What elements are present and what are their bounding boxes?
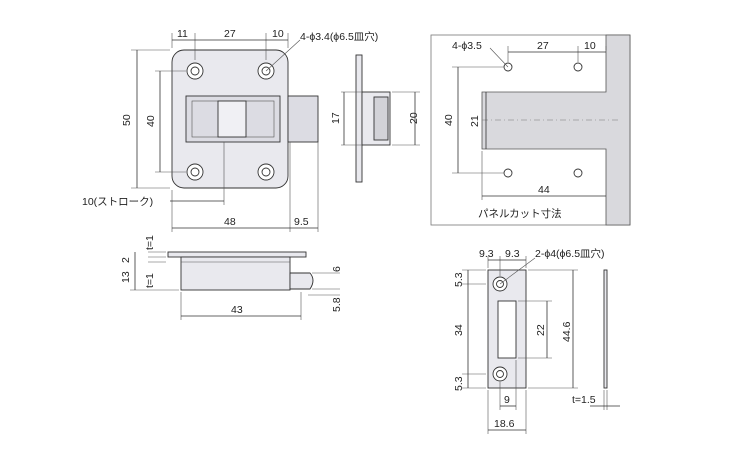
panel-dim-40: 40 <box>443 114 455 126</box>
screw-hole-top-left <box>186 62 204 80</box>
dim-48: 48 <box>224 216 236 228</box>
latch-side-profile <box>355 54 363 183</box>
side-t1-top: t=1 <box>144 235 156 250</box>
dim-27: 27 <box>224 28 236 40</box>
dim-11: 11 <box>177 28 188 40</box>
main-front-view: 11 27 10 4-ϕ3.4(ϕ6.5皿穴) 50 40 48 9.5 10(… <box>82 28 420 232</box>
strike-dim-9: 9 <box>504 394 510 406</box>
latch-side-view: t=1 2 13 t=1 6 5.8 43 <box>120 235 343 320</box>
side-plate <box>167 251 307 258</box>
strike-dim-9-3b: 9.3 <box>505 248 520 260</box>
strike-dim-22: 22 <box>535 324 547 336</box>
latch-side-bolt <box>373 96 389 141</box>
strike-thickness: t=1.5 <box>572 394 596 406</box>
strike-hole-note: 2-ϕ4(ϕ6.5皿穴) <box>535 247 605 260</box>
side-body <box>180 256 291 291</box>
strike-hole-bottom <box>492 366 508 382</box>
latch-knob <box>217 100 247 138</box>
panel-hole-note: 4-ϕ3.5 <box>452 40 482 52</box>
dim-10-top: 10 <box>272 28 284 40</box>
panel-dim-21: 21 <box>469 115 481 127</box>
panel-hole-bl <box>503 168 513 178</box>
side-dim-6: 6 <box>331 266 343 272</box>
screw-hole-bottom-right <box>257 163 275 181</box>
side-dim-5-8: 5.8 <box>331 297 343 312</box>
panel-cut-view: 27 10 4-ϕ3.5 40 21 44 パネルカット寸法 <box>430 34 631 226</box>
strike-side-profile <box>603 269 608 389</box>
panel-hole-br <box>573 168 583 178</box>
dim-40: 40 <box>145 115 157 127</box>
side-t1-bottom: t=1 <box>144 273 156 288</box>
strike-dim-44-6: 44.6 <box>561 321 573 342</box>
side-dim-2: 2 <box>120 257 132 263</box>
panel-dim-27: 27 <box>537 40 549 52</box>
strike-dim-18-6: 18.6 <box>494 418 515 430</box>
panel-hole-tr <box>573 62 583 72</box>
side-dim-43: 43 <box>231 304 243 316</box>
side-bolt <box>289 272 314 290</box>
hole-note: 4-ϕ3.4(ϕ6.5皿穴) <box>300 30 378 43</box>
latch-bolt <box>287 95 319 143</box>
side-dim-13: 13 <box>120 271 132 283</box>
panel-caption: パネルカット寸法 <box>478 207 562 220</box>
stroke-label: 10(ストローク) <box>82 196 153 208</box>
strike-dim-9-3a: 9.3 <box>479 248 494 260</box>
dim-20: 20 <box>408 112 420 124</box>
panel-dim-10: 10 <box>584 40 596 52</box>
panel-dim-44: 44 <box>538 184 550 196</box>
screw-hole-bottom-left <box>186 163 204 181</box>
dim-17: 17 <box>330 112 342 124</box>
strike-dim-34: 34 <box>453 324 465 336</box>
strike-dim-5-3a: 5.3 <box>453 272 465 287</box>
dim-50: 50 <box>121 114 133 126</box>
strike-dim-5-3b: 5.3 <box>453 376 465 391</box>
strike-plate-view: 9.3 9.3 2-ϕ4(ϕ6.5皿穴) 5.3 34 5.3 22 44.6 … <box>453 247 620 434</box>
strike-slot <box>497 300 517 359</box>
dim-9-5: 9.5 <box>294 216 309 228</box>
panel-cut-shape <box>481 34 631 226</box>
